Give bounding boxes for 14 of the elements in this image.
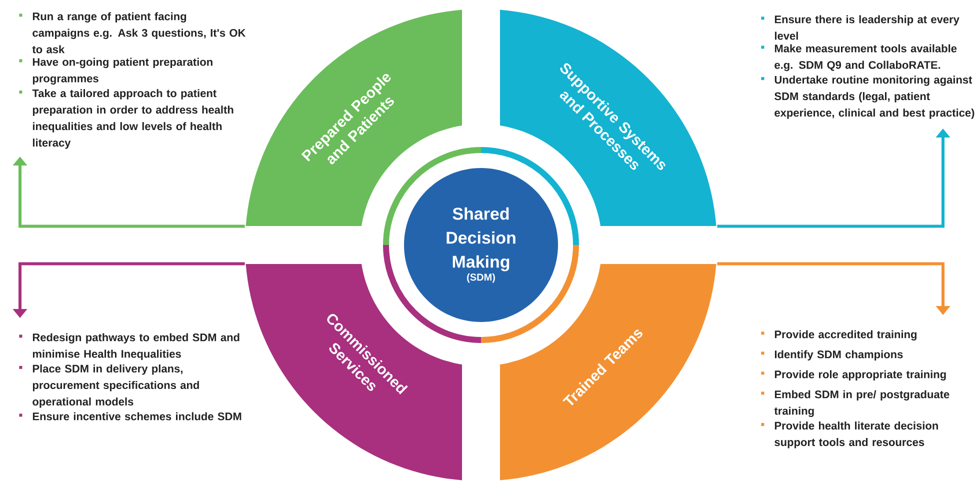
list-item: Identify SDM champions (774, 350, 903, 360)
list-item: Embed SDM in pre/ postgraduate training (774, 390, 950, 417)
list-item: Provide health literate decision support tools and resources (774, 422, 938, 448)
list-item: Ensure incentive schemes include SDM (32, 412, 242, 420)
list-item: Undertake routine monitoring against SDM standards (legal, patient experience, clinical and best practice) (774, 76, 974, 119)
list-item: Provide role appropriate training (774, 370, 946, 381)
list-item: Make measurement tools available e.g. SDM Q9 and CollaboRATE. (774, 44, 957, 72)
list-item: Ensure there is leadership at every level (774, 15, 960, 40)
list-item: Provide accredited training (774, 330, 916, 341)
list-item: Run a range of patient facing campaigns e.g. Ask 3 questions, It's OK to ask (32, 12, 246, 54)
list-item: Take a tailored approach to patient preparation in order to address health inequalities and low levels of health literacy (32, 89, 234, 149)
list-item: Redesign pathways to embed SDM and minimise Health Inequalities (32, 333, 240, 360)
list-item: Have on-going patient preparation programmes (32, 58, 212, 85)
list-item: Place SDM in delivery plans, procurement specifications and operational models (32, 364, 199, 408)
